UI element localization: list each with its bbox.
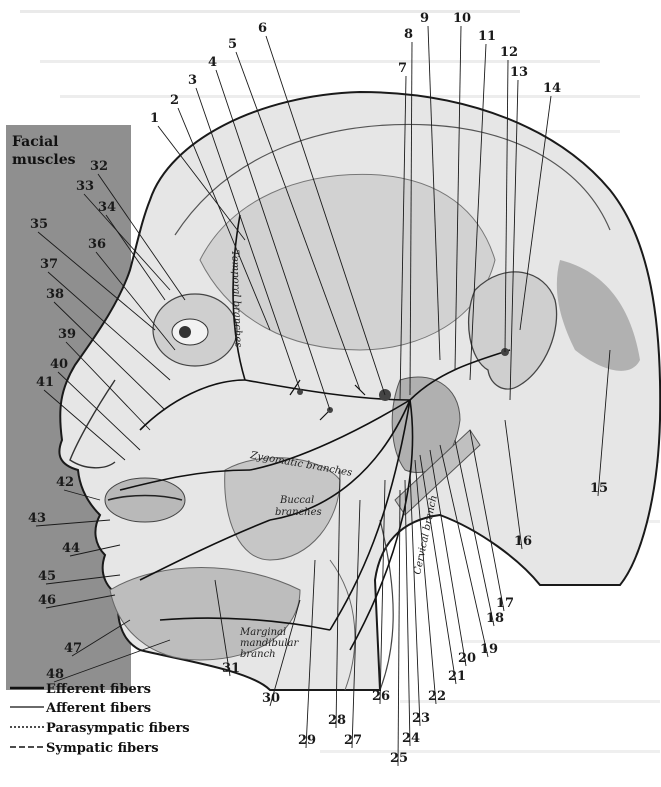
callout-17: 17	[496, 596, 514, 611]
callout-20: 20	[458, 651, 476, 666]
callout-38: 38	[46, 287, 64, 302]
callout-42: 42	[56, 475, 74, 490]
callout-21: 21	[448, 669, 466, 684]
legend-parasympatic: Parasympatic fibers	[46, 721, 190, 736]
callout-31: 31	[222, 661, 240, 676]
label-marginal-1: Marginal	[239, 627, 286, 638]
callout-2: 2	[170, 93, 179, 108]
callout-1: 1	[150, 111, 159, 126]
callout-9: 9	[420, 11, 429, 26]
callout-13: 13	[510, 65, 528, 80]
callout-23: 23	[412, 711, 430, 726]
callout-7: 7	[398, 61, 407, 76]
legend-afferent: Afferent fibers	[45, 701, 151, 716]
callout-35: 35	[30, 217, 48, 232]
callout-28: 28	[328, 713, 346, 728]
callout-15: 15	[590, 481, 608, 496]
callout-19: 19	[480, 642, 498, 657]
callout-32: 32	[90, 159, 108, 174]
callout-46: 46	[38, 593, 56, 608]
callout-33: 33	[76, 179, 94, 194]
callout-18: 18	[486, 611, 504, 626]
callout-24: 24	[402, 731, 420, 746]
label-marginal-3: branch	[240, 649, 276, 660]
callout-30: 30	[262, 691, 280, 706]
callout-14: 14	[543, 81, 561, 96]
callout-6: 6	[258, 21, 267, 36]
callout-16: 16	[514, 534, 532, 549]
callout-43: 43	[28, 511, 46, 526]
callout-8: 8	[404, 27, 413, 42]
callout-37: 37	[40, 257, 58, 272]
callout-5: 5	[228, 37, 237, 52]
label-buccal-branches-1: Buccal	[279, 495, 314, 506]
callout-36: 36	[88, 237, 106, 252]
callout-29: 29	[298, 733, 316, 748]
callout-44: 44	[62, 541, 80, 556]
legend: Efferent fibers Afferent fibers Parasymp…	[10, 682, 190, 756]
callout-39: 39	[58, 327, 76, 342]
callout-48: 48	[46, 667, 64, 682]
callout-45: 45	[38, 569, 56, 584]
callout-34: 34	[98, 200, 116, 215]
callout-26: 26	[372, 689, 390, 704]
callout-25: 25	[390, 751, 408, 766]
legend-sympatic: Sympatic fibers	[46, 741, 159, 756]
callout-11: 11	[478, 29, 496, 44]
callout-22: 22	[428, 689, 446, 704]
callout-47: 47	[64, 641, 82, 656]
label-marginal-2: mandibular	[240, 638, 299, 649]
label-buccal-branches-2: branches	[275, 507, 322, 518]
panel-title-line1: Facial	[12, 134, 58, 150]
callout-27: 27	[344, 733, 362, 748]
callout-40: 40	[50, 357, 68, 372]
callout-10: 10	[453, 11, 471, 26]
legend-efferent: Efferent fibers	[46, 682, 151, 697]
panel-title-line2: muscles	[12, 152, 76, 168]
callout-3: 3	[188, 73, 197, 88]
head-outline	[59, 92, 660, 690]
callout-41: 41	[36, 375, 54, 390]
callout-12: 12	[500, 45, 518, 60]
callout-4: 4	[208, 55, 217, 70]
